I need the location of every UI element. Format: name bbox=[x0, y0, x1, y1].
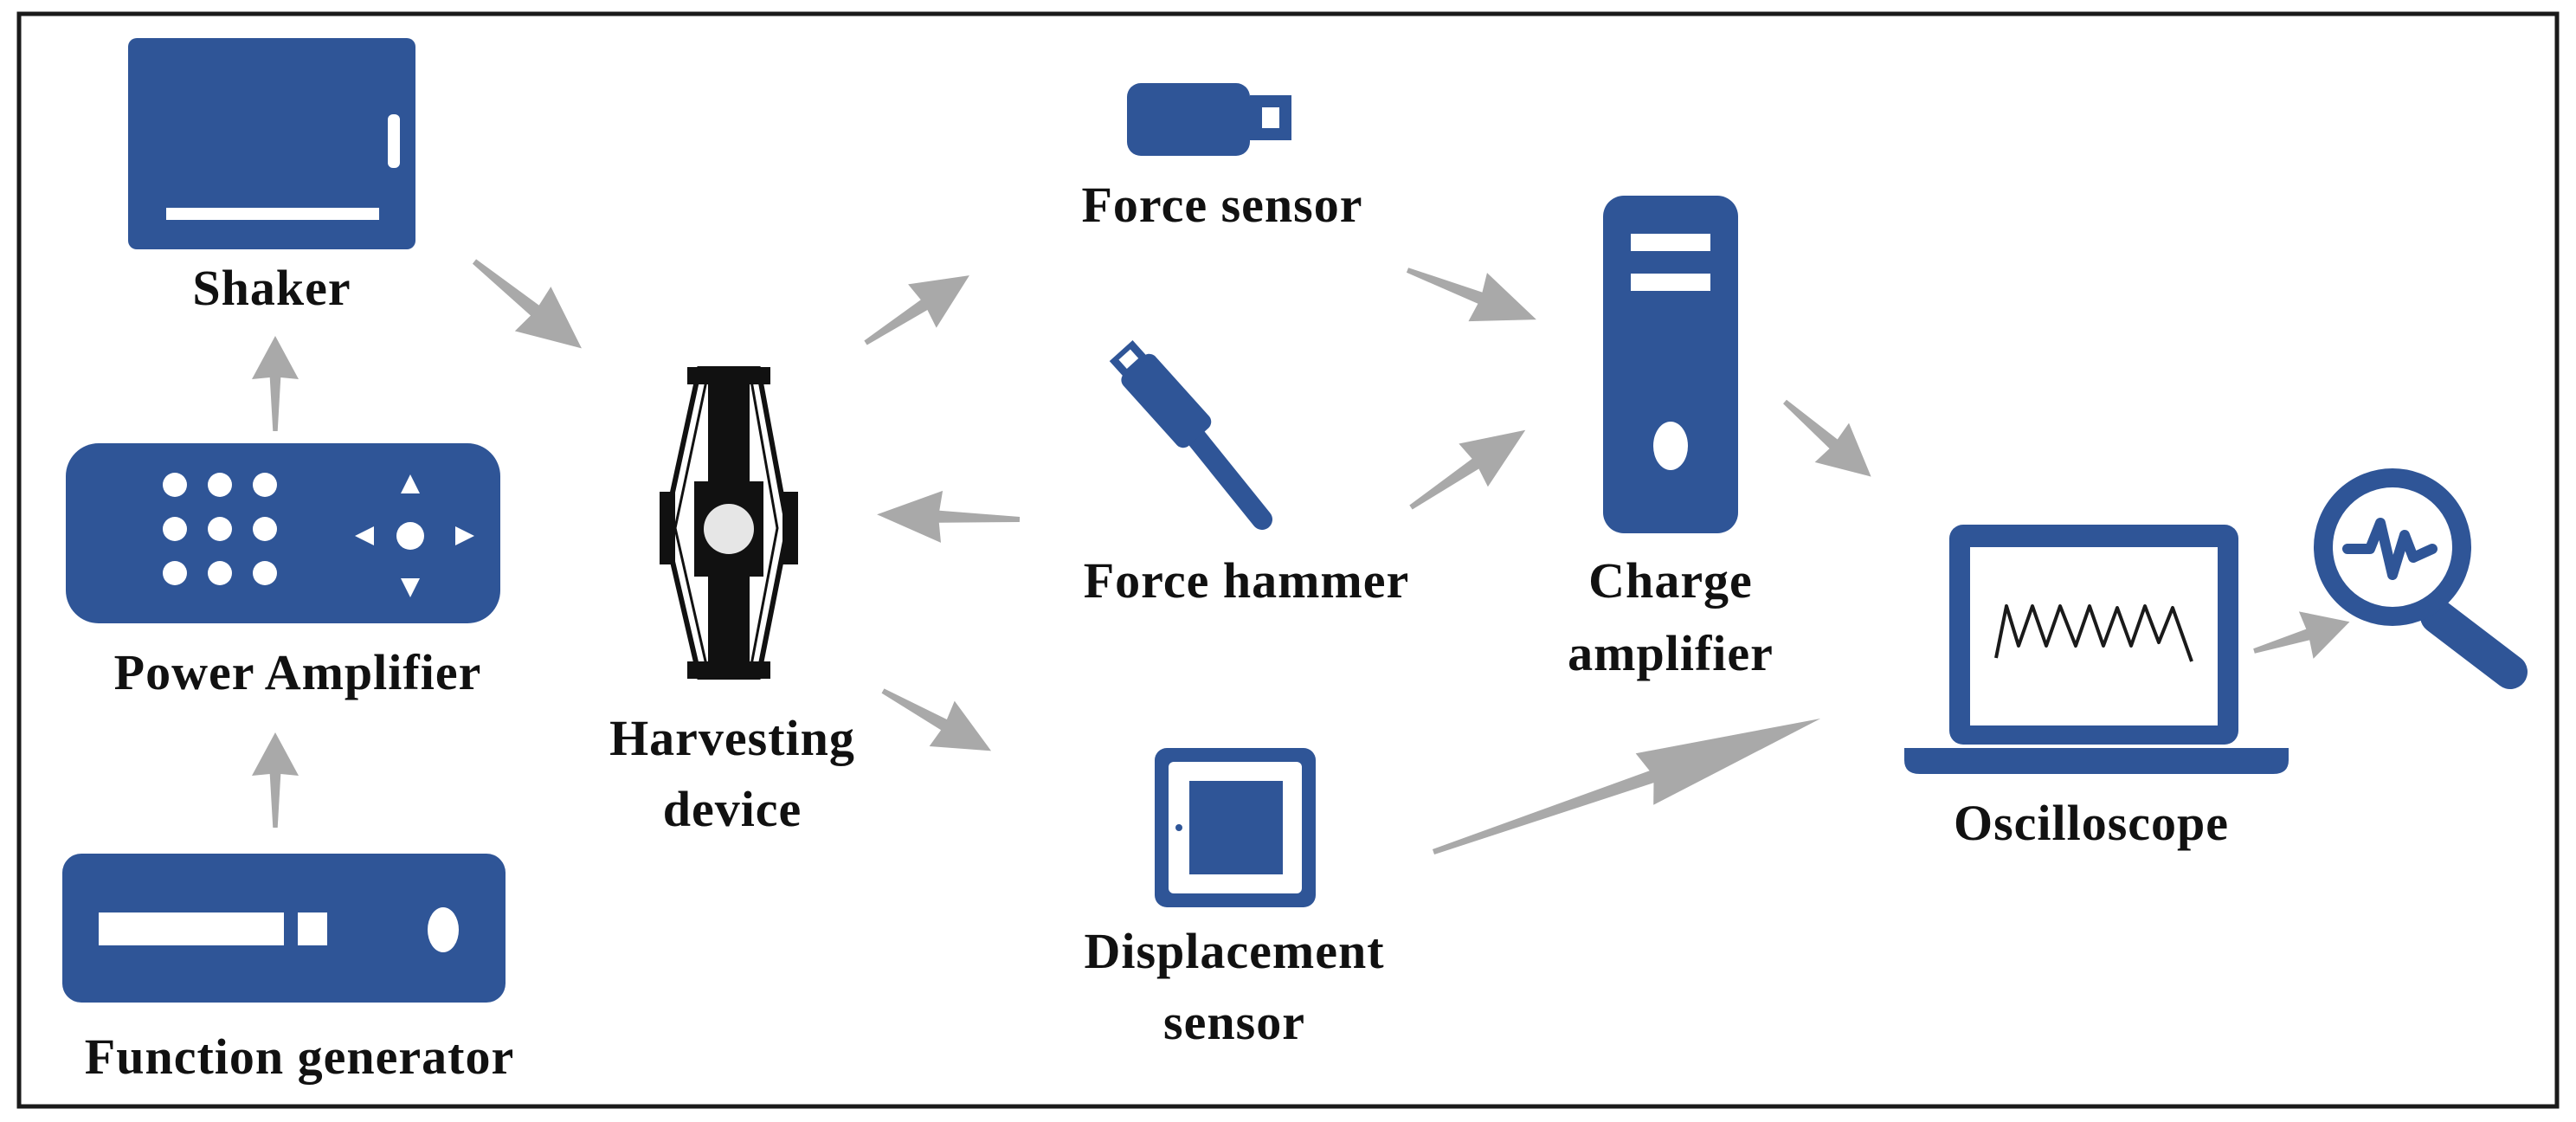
oscilloscope-laptop-icon bbox=[1904, 525, 2289, 774]
power-amplifier-icon bbox=[66, 443, 500, 623]
shaker-label: Shaker bbox=[192, 260, 351, 316]
force-hammer-icon bbox=[1109, 340, 1272, 530]
force-hammer-label: Force hammer bbox=[1084, 552, 1409, 609]
force-sensor-label: Force sensor bbox=[1082, 177, 1363, 233]
charge-amplifier-icon bbox=[1603, 196, 1738, 533]
displacement-sensor-icon bbox=[1155, 748, 1316, 907]
charge-amplifier-label-line1: Charge bbox=[1588, 552, 1753, 609]
harvesting-device-icon bbox=[660, 366, 798, 680]
harvesting-device-label-line1: Harvesting bbox=[609, 710, 855, 766]
harvesting-device-label-line2: device bbox=[663, 781, 802, 837]
displacement-sensor-label-line1: Displacement bbox=[1084, 923, 1384, 979]
force-sensor-icon bbox=[1127, 83, 1291, 156]
displacement-sensor-label-line2: sensor bbox=[1163, 994, 1305, 1050]
charge-amplifier-label-line2: amplifier bbox=[1568, 625, 1774, 681]
shaker-icon bbox=[128, 38, 415, 249]
function-generator-label: Function generator bbox=[85, 1028, 514, 1085]
power-amplifier-label: Power Amplifier bbox=[114, 644, 482, 700]
oscilloscope-label: Oscilloscope bbox=[1954, 795, 2229, 851]
function-generator-icon bbox=[62, 854, 506, 1003]
magnifier-waveform-icon bbox=[2314, 468, 2528, 689]
